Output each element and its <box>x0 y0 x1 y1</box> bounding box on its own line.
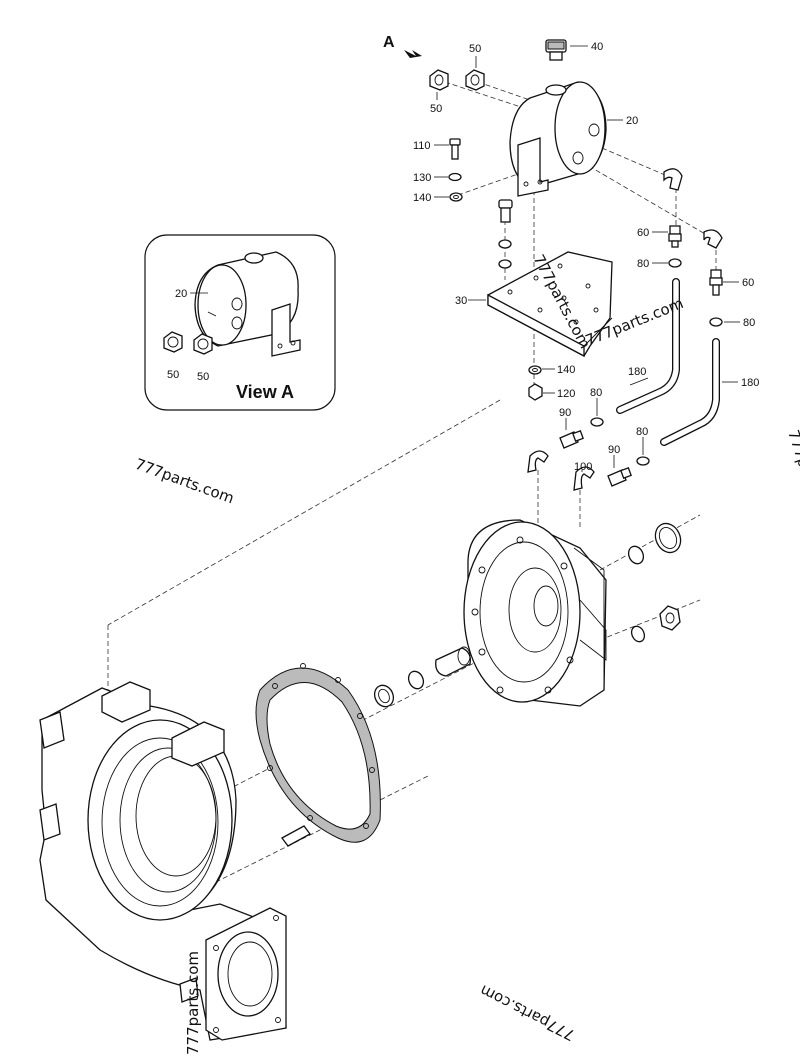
label-60-right: 60 <box>742 277 754 289</box>
gasket <box>255 663 381 843</box>
o-ring-medium <box>373 684 395 708</box>
part-140-washer-top: 140 <box>413 192 463 204</box>
label-50-inset-b: 50 <box>197 371 209 383</box>
view-a-title: View A <box>236 382 294 402</box>
seal-ring-upper-large <box>654 522 682 554</box>
label-80-left: 80 <box>637 258 649 270</box>
label-60-left: 60 <box>637 227 649 239</box>
view-a-callout: A <box>383 34 422 58</box>
label-50-a: 50 <box>430 103 442 115</box>
part-50-plug-a: 50 <box>429 69 449 115</box>
part-90-fitting-a: 90 <box>559 407 584 449</box>
label-180-left: 180 <box>628 366 646 378</box>
label-50-inset-a: 50 <box>167 369 179 381</box>
label-100: 100 <box>574 461 592 473</box>
part-80-clamp-left: 80 <box>637 258 682 270</box>
plate-bolt-stack <box>498 199 513 269</box>
label-140-top: 140 <box>413 192 431 204</box>
label-90-a: 90 <box>559 407 571 419</box>
label-80-lower-b: 80 <box>636 426 648 438</box>
part-80-clamp-lower-b: 80 <box>636 426 650 466</box>
part-180-hose-left: 180 <box>616 278 680 414</box>
part-20-tank: 20 <box>509 81 638 197</box>
label-110: 110 <box>413 140 431 152</box>
part-40-cap: 40 <box>545 39 603 61</box>
label-130: 130 <box>413 172 431 184</box>
watermark-edge: 777parts.com <box>784 428 800 532</box>
nut-lower-right <box>659 605 681 631</box>
watermark-bottom: 777parts.com <box>477 981 578 1044</box>
part-30-plate: 30 <box>455 251 613 358</box>
label-30: 30 <box>455 295 467 307</box>
watermark-bottom-left: 777parts.com <box>184 951 202 1055</box>
seal-ring-upper-small <box>627 545 645 565</box>
label-80-lower-a: 80 <box>590 387 602 399</box>
label-50-b: 50 <box>469 43 481 55</box>
hub-housing <box>463 519 607 707</box>
seal-ring-lower-small <box>630 625 646 643</box>
o-ring-small <box>407 670 425 690</box>
label-180-right: 180 <box>741 377 759 389</box>
inset-plug-50b <box>193 333 213 355</box>
label-20-inset: 20 <box>175 288 187 300</box>
part-120-nut: 120 <box>528 383 575 401</box>
part-140-washer-bottom: 140 <box>528 364 575 376</box>
label-20: 20 <box>626 115 638 127</box>
dowel-pin <box>281 825 311 847</box>
part-130-washer: 130 <box>413 172 462 184</box>
part-60-fitting-right: 60 <box>709 269 754 296</box>
part-180-hose-right: 180 <box>660 338 759 446</box>
elbow-upper-a <box>663 168 683 191</box>
view-a-letter: A <box>383 34 395 51</box>
part-100-elbow: 100 <box>573 461 595 491</box>
elbow-upper-b <box>703 229 723 249</box>
label-120: 120 <box>557 388 575 400</box>
part-60-fitting-left: 60 <box>637 225 682 248</box>
part-90-fitting-b: 90 <box>607 444 632 487</box>
watermark-left: 777parts.com <box>133 455 237 507</box>
part-110-bolt: 110 <box>413 138 461 160</box>
part-80-clamp-right: 80 <box>709 317 755 329</box>
label-140-bottom: 140 <box>557 364 575 376</box>
label-90-b: 90 <box>608 444 620 456</box>
inset-tank-20 <box>194 251 301 357</box>
part-80-clamp-lower-a: 80 <box>590 387 604 427</box>
label-80-right: 80 <box>743 317 755 329</box>
inset-plug-50a <box>163 331 183 353</box>
main-housing <box>39 681 287 1041</box>
elbow-lower-a <box>527 450 549 473</box>
shaft-coupling <box>435 646 471 677</box>
label-40: 40 <box>591 41 603 53</box>
view-a-inset: 20 50 50 View A <box>144 234 336 411</box>
part-50-plug-b: 50 <box>465 43 485 91</box>
